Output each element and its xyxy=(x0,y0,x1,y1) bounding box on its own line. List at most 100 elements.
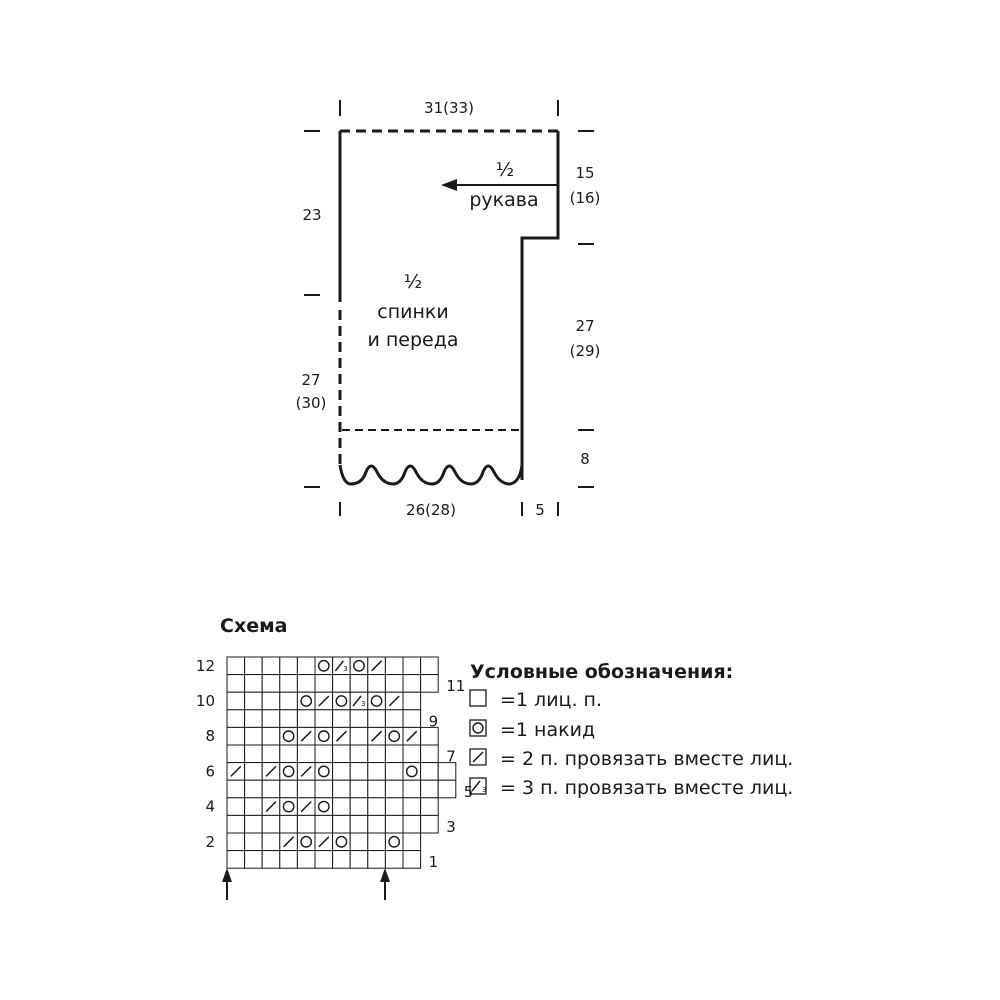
chart-cell xyxy=(226,709,246,728)
chart-cell xyxy=(279,779,298,799)
chart-cell xyxy=(384,726,404,746)
chart-cell xyxy=(244,797,263,816)
k2tog-symbol xyxy=(335,730,347,742)
chart-cell xyxy=(279,797,298,816)
body-label-line2: и переда xyxy=(367,329,458,351)
chart-cell xyxy=(279,656,298,676)
chart-row-number-left: 2 xyxy=(205,833,215,851)
chart-cell xyxy=(349,832,369,852)
left-lower-measure: 27 xyxy=(301,371,320,389)
chart-cell xyxy=(402,656,422,676)
chart-row-number-right: 1 xyxy=(429,853,439,871)
chart-row-number-left: 8 xyxy=(205,727,215,745)
chart-cell xyxy=(244,762,263,781)
yarn-over-symbol xyxy=(317,800,330,813)
chart-cell xyxy=(296,779,316,799)
chart-cell xyxy=(314,744,334,764)
k2tog-symbol xyxy=(265,801,277,813)
chart-cell xyxy=(420,762,439,781)
chart-cell xyxy=(296,814,316,834)
k3tog-digit: 3 xyxy=(361,700,365,708)
chart-cell xyxy=(279,762,298,781)
chart-cell xyxy=(420,674,439,693)
chart-cell xyxy=(349,779,369,799)
chart-cell xyxy=(314,726,334,746)
chart-cell xyxy=(420,797,439,816)
chart-cell xyxy=(279,726,298,746)
chart-cell xyxy=(296,850,316,869)
chart-cell xyxy=(367,744,386,764)
k2tog-symbol xyxy=(318,695,330,707)
chart-cell xyxy=(349,726,369,746)
chart-cell xyxy=(367,850,386,869)
repeat-arrow-right-head xyxy=(380,868,390,882)
chart-row-number-right: 7 xyxy=(446,748,456,766)
chart-cell xyxy=(367,814,386,834)
chart-row-number-left: 4 xyxy=(205,798,215,816)
chart-cell xyxy=(349,656,369,676)
chart-cell xyxy=(349,797,369,816)
chart-cell xyxy=(349,814,369,834)
chart-cell xyxy=(244,691,263,711)
chart-cell xyxy=(332,674,351,693)
chart-cell xyxy=(420,744,439,764)
yarn-over-symbol xyxy=(317,659,330,672)
chart-cell xyxy=(244,814,263,834)
chart-cell xyxy=(349,850,369,869)
chart-cell xyxy=(226,744,246,764)
k2tog-symbol xyxy=(230,765,242,777)
chart-row-number-left: 12 xyxy=(196,657,215,675)
sleeve-label: рукава xyxy=(469,189,538,211)
chart-cell xyxy=(384,709,404,728)
legend-item-k2tog: = 2 п. провязать вместе лиц. xyxy=(500,748,793,770)
chart-cell xyxy=(226,797,246,816)
yarn-over-symbol xyxy=(300,835,313,848)
chart-cell xyxy=(402,814,422,834)
chart-cell xyxy=(244,832,263,852)
chart-cell xyxy=(279,744,298,764)
chart-cell xyxy=(279,709,298,728)
top-width-label: 31(33) xyxy=(424,99,474,117)
chart-cell xyxy=(437,779,457,799)
chart-cell xyxy=(279,850,298,869)
left-lower-measure-alt: (30) xyxy=(296,394,327,412)
chart-cell xyxy=(261,709,281,728)
chart-cell xyxy=(314,709,334,728)
chart-cell xyxy=(226,779,246,799)
chart-cell xyxy=(332,709,351,728)
k2tog-symbol xyxy=(388,695,400,707)
legend-k2tog-slash xyxy=(472,751,484,763)
chart-cell xyxy=(296,744,316,764)
chart-cell xyxy=(226,814,246,834)
chart-cell xyxy=(226,832,246,852)
repeat-markers xyxy=(222,868,390,900)
chart-cell xyxy=(384,850,404,869)
chart-title: Схема xyxy=(220,615,287,637)
chart-cell xyxy=(402,850,422,869)
right-top-measure-alt: (16) xyxy=(570,189,601,207)
chart-cell xyxy=(420,656,439,676)
chart-cell xyxy=(332,814,351,834)
legend-item-k3tog: = 3 п. провязать вместе лиц. xyxy=(500,777,793,799)
chart-cell xyxy=(332,832,351,852)
legend: Условные обозначения: =1 лиц. п. =1 наки… xyxy=(469,661,793,799)
chart-cell xyxy=(226,674,246,693)
repeat-arrow-left-head xyxy=(222,868,232,882)
right-bottom-measure: 8 xyxy=(580,450,590,468)
yarn-over-symbol xyxy=(300,695,313,707)
chart-cell xyxy=(367,779,386,799)
chart-cell xyxy=(244,674,263,693)
chart-cell xyxy=(349,709,369,728)
chart-cell xyxy=(332,797,351,816)
sleeve-arrow-head xyxy=(441,179,457,191)
chart-cell xyxy=(367,691,386,711)
chart-cell xyxy=(261,814,281,834)
legend-k3tog-slash xyxy=(471,780,481,792)
legend-k2tog-icon xyxy=(469,748,487,766)
chart-cell xyxy=(244,726,263,746)
yarn-over-symbol xyxy=(317,765,330,778)
yarn-over-symbol xyxy=(370,695,383,707)
yarn-over-symbol xyxy=(282,765,295,778)
yarn-over-symbol xyxy=(353,659,365,672)
